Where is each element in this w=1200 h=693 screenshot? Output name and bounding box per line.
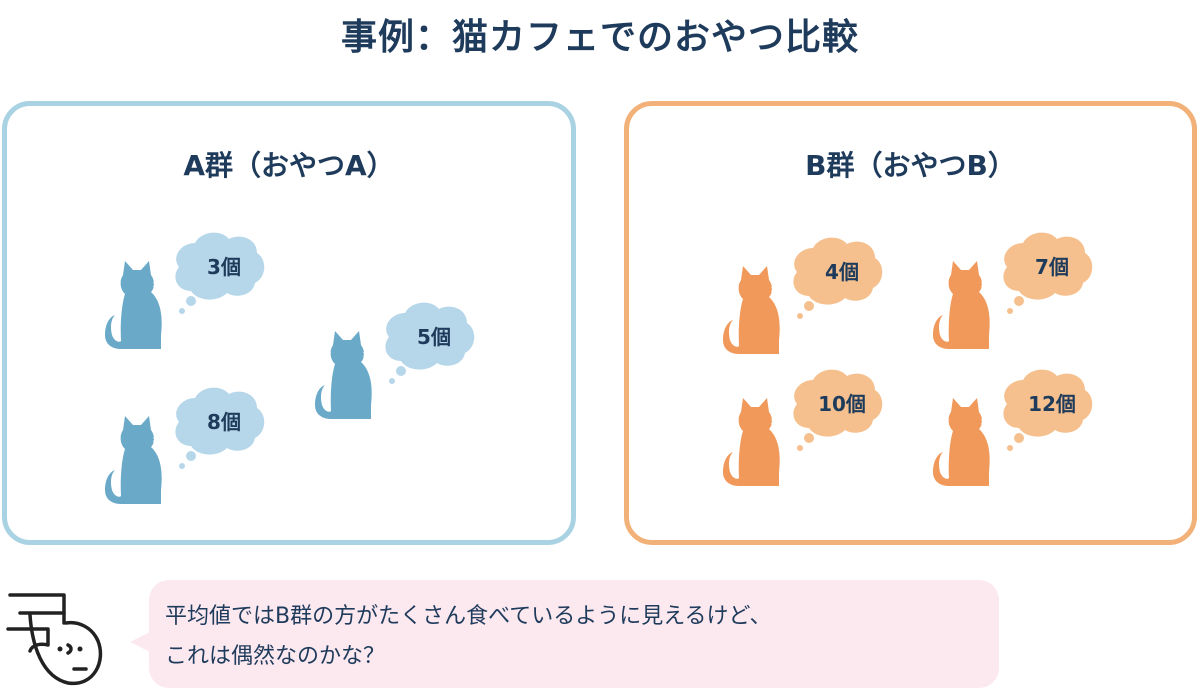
group-a-count-1: 3個 <box>207 255 241 279</box>
cat-icon <box>931 261 997 353</box>
group-b-item-4: 12個 <box>931 368 1111 508</box>
group-a-item-3: 8個 <box>103 386 283 526</box>
cat-icon <box>103 261 169 353</box>
group-a-item-1: 3個 <box>103 231 283 371</box>
speech-bubble <box>149 580 999 688</box>
cat-icon <box>313 331 379 423</box>
group-b-panel: B群（おやつB） 4個 7個 10個 12個 <box>624 101 1197 545</box>
group-a-count-3: 8個 <box>207 410 241 434</box>
group-b-count-3: 10個 <box>818 392 866 416</box>
cat-icon <box>721 266 787 358</box>
speech-text: 平均値ではB群の方がたくさん食べているように見えるけど、 これは偶然なのかな？ <box>165 597 985 677</box>
cat-icon <box>931 398 997 490</box>
thinking-person-icon <box>6 593 103 686</box>
group-a-title: A群（おやつA） <box>183 149 395 182</box>
group-b-item-3: 10個 <box>721 368 901 508</box>
group-a-item-2: 5個 <box>313 301 493 441</box>
group-b-title: B群（おやつB） <box>805 149 1016 182</box>
cat-icon <box>721 398 787 490</box>
group-b-count-1: 4個 <box>825 260 859 284</box>
speech-bubble-tail <box>130 632 150 652</box>
cat-icon <box>103 416 169 508</box>
group-b-count-4: 12個 <box>1028 392 1076 416</box>
speech-line-2: これは偶然なのかな？ <box>165 644 386 669</box>
group-b-count-2: 7個 <box>1035 255 1069 279</box>
group-b-item-2: 7個 <box>931 231 1111 371</box>
speech-line-1: 平均値ではB群の方がたくさん食べているように見えるけど、 <box>165 604 772 629</box>
group-a-panel: A群（おやつA） 3個 5個 8個 <box>2 101 576 545</box>
group-b-item-1: 4個 <box>721 236 901 376</box>
page-title: 事例：猫カフェでのおやつ比較 <box>340 17 859 58</box>
group-a-count-2: 5個 <box>417 325 451 349</box>
